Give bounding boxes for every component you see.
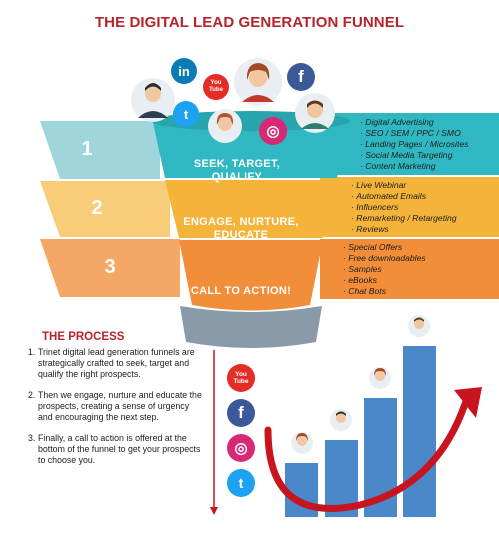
facebook-icon: f (227, 399, 255, 427)
avatar-woman-1 (234, 58, 282, 106)
bullet-item: Live Webinar (351, 180, 457, 191)
stage-2-bullets: Live Webinar Automated Emails Influencer… (351, 180, 457, 235)
avatar-woman-2 (208, 109, 242, 143)
twitter-icon: t (227, 469, 255, 497)
process-step-number: 1. (28, 347, 36, 357)
twitter-icon: t (173, 101, 199, 127)
bullet-item: Landing Pages / Microsites (360, 139, 468, 150)
bullet-item: Samples (343, 264, 426, 275)
process-step-number: 2. (28, 390, 36, 400)
stage-2-tab (40, 181, 170, 237)
avatar-man-1 (131, 78, 175, 122)
funnel-stem (180, 306, 322, 348)
avatar-bar-1 (291, 432, 313, 454)
growth-arrow-head (454, 387, 482, 418)
linkedin-icon: in (171, 58, 197, 84)
stage-3-funnel (179, 240, 323, 311)
process-step-text: Then we engage, nurture and educate the … (38, 390, 202, 422)
bullet-item: Free downloadables (343, 253, 425, 264)
growth-arrow (264, 391, 472, 512)
facebook-icon: f (287, 63, 315, 91)
page-title: THE DIGITAL LEAD GENERATION FUNNEL (94, 14, 405, 31)
bullet-item: Social Media Targeting (360, 150, 468, 161)
process-step-number: 3. (28, 433, 36, 443)
process-step: 2. Then we engage, nurture and educate t… (28, 390, 204, 423)
process-step: 1. Trinet digital lead generation funnel… (28, 347, 204, 380)
stage-2-label: ENGAGE, NURTURE, EDUCATE (183, 216, 299, 241)
stage-3-label: CALL TO ACTION! (190, 285, 292, 297)
process-step-text: Finally, a call to action is offered at … (38, 433, 201, 465)
instagram-icon: ◎ (259, 117, 287, 145)
stage-2-number: 2 (91, 197, 103, 219)
stage-3-bullets: Special Offers Free downloadables Sample… (343, 242, 426, 297)
bullet-item: Content Marketing (360, 161, 468, 172)
avatar-bar-4 (408, 315, 430, 337)
bullet-item: Reviews (351, 224, 457, 235)
down-arrow-head (210, 507, 218, 515)
youtube-icon: You Tube (203, 74, 229, 100)
bullet-item: Chat Bots (343, 286, 426, 297)
stage-1-bullets: Digital Advertising SEO / SEM / PPC / SM… (360, 117, 468, 172)
instagram-icon: ◎ (227, 434, 255, 462)
bullet-item: eBooks (343, 275, 426, 286)
stage-3-tab (40, 239, 180, 297)
avatar-bar-2 (330, 409, 352, 431)
bullet-item: Remarketing / Retargeting (351, 213, 456, 224)
bullet-item: Digital Advertising (360, 117, 468, 128)
stage-1-label: SEEK, TARGET, QUALIFY (193, 158, 281, 183)
bullet-item: Special Offers (343, 242, 426, 253)
youtube-icon: You Tube (227, 364, 255, 392)
growth-bar-4 (403, 346, 436, 517)
bullet-item: Automated Emails (351, 191, 457, 202)
process-step: 3. Finally, a call to action is offered … (28, 433, 204, 466)
process-steps: 1. Trinet digital lead generation funnel… (28, 347, 204, 476)
stage-3-number: 3 (104, 256, 116, 278)
stage-2-funnel (165, 180, 337, 238)
avatar-bar-3 (369, 367, 391, 389)
bullet-item: SEO / SEM / PPC / SMO (360, 128, 468, 139)
process-step-text: Trinet digital lead generation funnels a… (38, 347, 195, 379)
stage-1-tab (40, 121, 160, 179)
process-title: THE PROCESS (42, 331, 125, 343)
stage-1-number: 1 (81, 138, 93, 160)
avatar-man-2 (295, 93, 335, 133)
bullet-item: Influencers (351, 202, 457, 213)
